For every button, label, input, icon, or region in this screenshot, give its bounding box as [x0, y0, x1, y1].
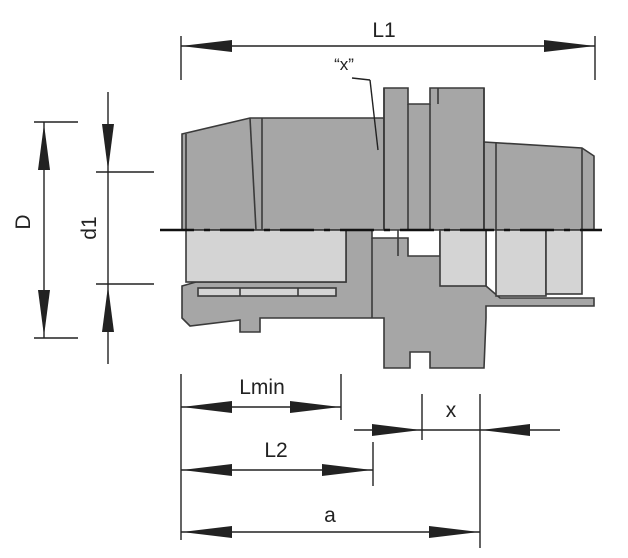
tool-holder-section: [181, 229, 595, 369]
label-Lmin: Lmin: [239, 376, 285, 399]
dim-D: D: [12, 121, 78, 339]
marker-x: “x”: [334, 55, 379, 151]
dim-L2: L2: [181, 439, 374, 486]
taper-shank-upper: [483, 141, 595, 231]
tool-holder-body: [181, 87, 595, 231]
dim-a: a: [181, 504, 480, 538]
label-D: D: [12, 214, 35, 229]
label-x: x: [446, 399, 457, 422]
dim-x: x: [354, 394, 560, 548]
collet-nut-upper: [181, 117, 385, 231]
label-d1: d1: [78, 216, 101, 239]
dim-L1: L1: [180, 19, 596, 80]
bore-cavity: [185, 229, 347, 283]
label-L2: L2: [264, 439, 287, 462]
label-L1: L1: [372, 19, 395, 42]
bore-rear: [439, 229, 487, 287]
collet-strip: [197, 287, 337, 297]
flange-upper: [383, 87, 485, 231]
dim-d1: d1: [78, 92, 154, 364]
dim-Lmin: Lmin: [180, 374, 342, 540]
bore-shank-end: [545, 229, 583, 295]
bore-shank: [495, 229, 547, 297]
label-a: a: [324, 504, 336, 527]
label-x-marker: “x”: [334, 55, 354, 74]
